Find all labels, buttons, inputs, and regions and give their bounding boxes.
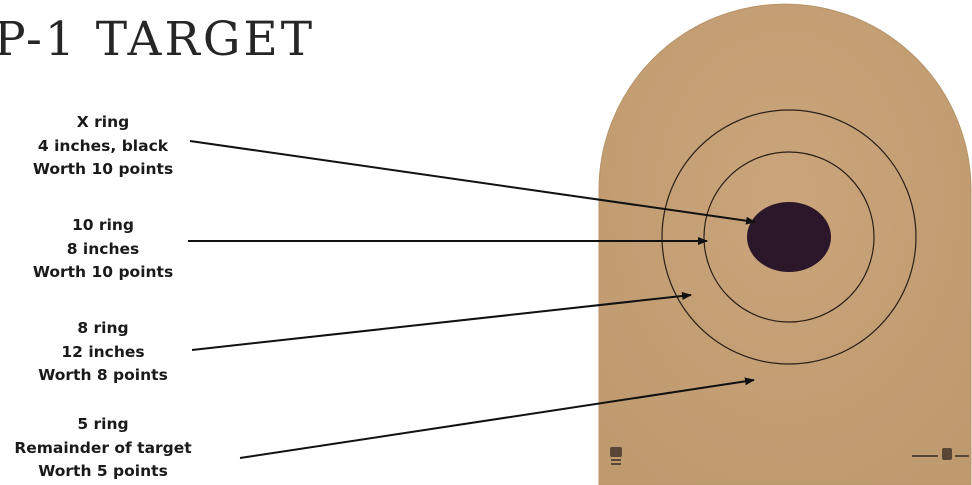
eight-ring-points: Worth 8 points	[3, 364, 203, 388]
eight-ring-label: 8 ring 12 inches Worth 8 points	[3, 317, 203, 388]
five-ring-label: 5 ring Remainder of target Worth 5 point…	[3, 413, 203, 484]
x-ring-points: Worth 10 points	[3, 158, 203, 182]
eight-ring-size: 12 inches	[3, 341, 203, 365]
five-ring-size: Remainder of target	[3, 437, 203, 461]
x-ring-name: X ring	[3, 111, 203, 135]
ten-ring-size: 8 inches	[3, 238, 203, 262]
ten-ring-label: 10 ring 8 inches Worth 10 points	[3, 214, 203, 285]
five-ring-points: Worth 5 points	[3, 460, 203, 484]
eight-ring-name: 8 ring	[3, 317, 203, 341]
page-title: P-1 TARGET	[0, 16, 315, 63]
ten-ring-name: 10 ring	[3, 214, 203, 238]
ring-x	[747, 202, 831, 272]
five-ring-name: 5 ring	[3, 413, 203, 437]
x-ring-size: 4 inches, black	[3, 135, 203, 159]
x-ring-label: X ring 4 inches, black Worth 10 points	[3, 111, 203, 182]
ten-ring-points: Worth 10 points	[3, 261, 203, 285]
